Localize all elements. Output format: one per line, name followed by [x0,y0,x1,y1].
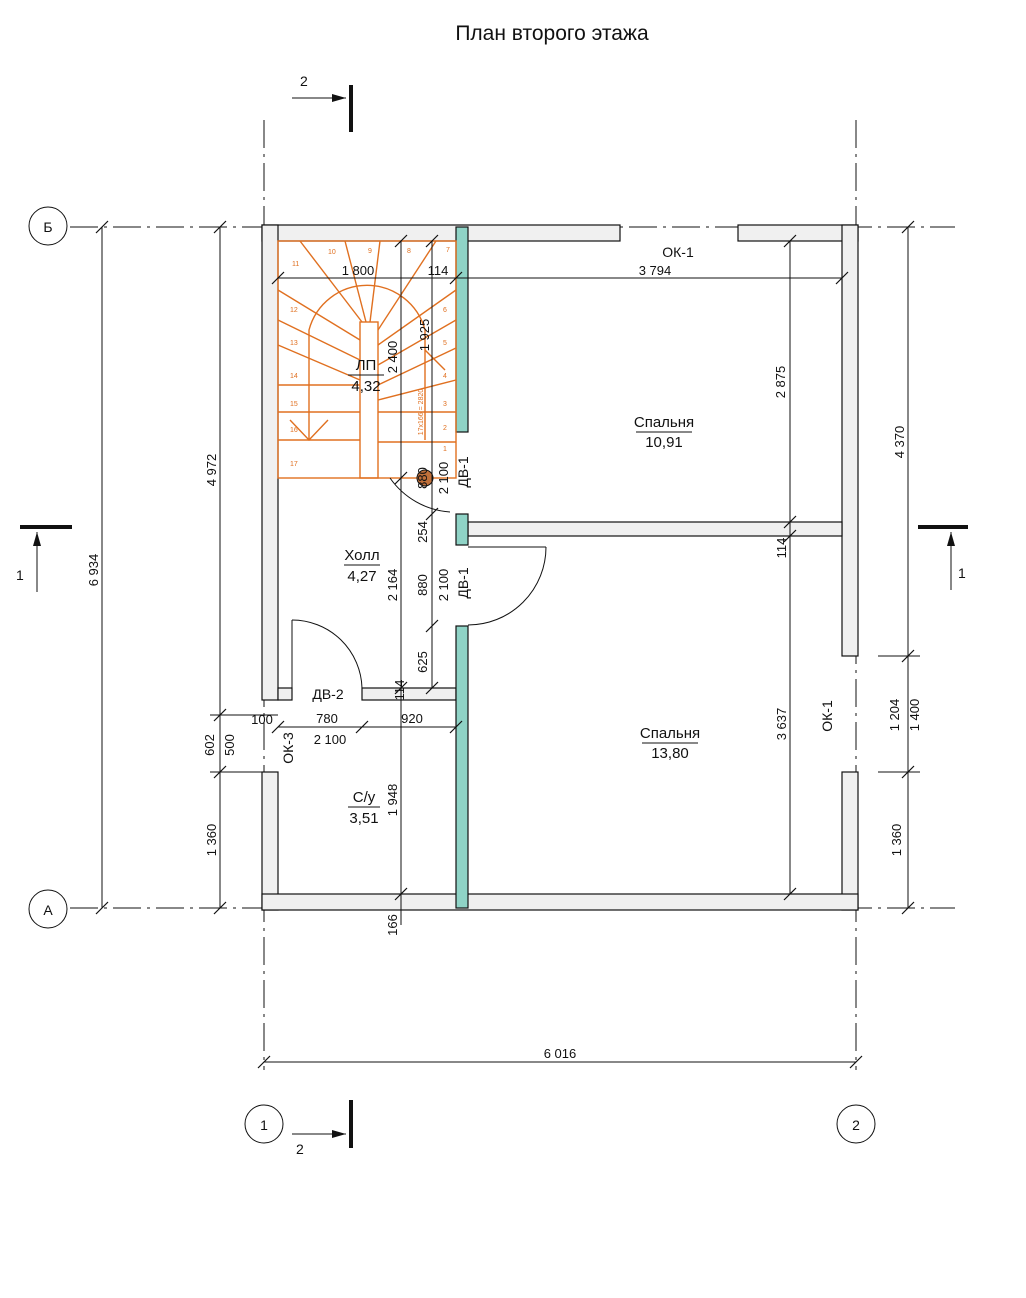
dimension-label: 2 875 [773,366,788,399]
dimension-label: 1 800 [342,263,375,278]
stair-rise-note: 17х166 = 2820 [418,389,425,436]
svg-text:10,91: 10,91 [645,434,683,451]
dimension-label: 880 [415,574,430,596]
dimension-label: 1 360 [204,824,219,857]
dimension-label: 114 [392,680,407,701]
stair-step-number: 12 [290,307,298,314]
axis-marker-b: Б [28,206,68,246]
axis-marker-a: А [28,889,68,929]
dimension-label: 3 794 [639,263,672,278]
svg-text:4,32: 4,32 [351,378,380,395]
dimension-label: 500 [222,734,237,756]
section-mark-top: 2 [292,73,353,132]
axis-marker-2: 2 [836,1104,876,1144]
dimension-label: 100 [251,712,273,727]
stair-step-number: 13 [290,340,298,347]
stair-step-number: 8 [407,248,411,255]
dimension-label: 2 100 [436,569,451,602]
dimension-label: 2 100 [436,462,451,495]
room-bathroom: С/у 3,51 [348,789,380,827]
door-label-dv1-upper: ДВ-1 [455,456,471,487]
dimension-label: 880 [415,467,430,489]
grid-axes [70,120,955,1070]
svg-text:4,27: 4,27 [347,568,376,585]
dimension-label: 114 [774,538,789,559]
dimension-label: 1 925 [417,319,432,352]
section-mark-bottom: 2 [292,1100,353,1157]
section-mark-left: 1 [16,525,72,592]
dimension-labels: 1 800 114 3 794 2 875 4 370 4 972 6 934 … [86,263,922,1061]
walls [261,224,859,911]
room-bedroom-2: Спальня 13,80 [640,725,700,762]
svg-text:2: 2 [300,73,308,89]
dimension-label: 2 100 [314,732,347,747]
stair-step-number: 5 [443,340,447,347]
svg-text:1: 1 [958,565,966,581]
stair-step-number: 16 [290,427,298,434]
stair-step-number: 4 [443,373,447,380]
staircase: 11 10 9 8 7 6 5 4 3 2 1 12 13 14 15 16 1… [277,240,457,487]
svg-text:13,80: 13,80 [651,745,689,762]
dimension-label: 780 [316,711,338,726]
room-hall: Холл 4,27 [344,547,380,585]
dimension-label: 2 400 [385,341,400,374]
stair-step-number: 15 [290,401,298,408]
drawing-title: План второго этажа [455,22,649,45]
dimension-label: 6 016 [544,1046,577,1061]
section-mark-right: 1 [918,525,968,590]
svg-text:А: А [43,902,53,918]
svg-text:3,51: 3,51 [349,810,378,827]
stair-step-number: 1 [443,446,447,453]
axis-marker-1: 1 [244,1104,284,1144]
svg-text:Спальня: Спальня [634,414,694,431]
svg-text:Спальня: Спальня [640,725,700,742]
svg-text:ЛП: ЛП [356,357,377,374]
dimension-label: 602 [202,734,217,756]
svg-text:Б: Б [43,219,52,235]
stair-step-number: 9 [368,248,372,255]
stair-step-number: 17 [290,461,298,468]
dimension-label: 114 [428,263,449,278]
doors [291,477,547,689]
element-labels: ОК-1 ОК-1 ОК-3 ДВ-1 ДВ-1 ДВ-2 [280,244,835,764]
dimension-lines [95,220,920,1069]
room-stair-landing: ЛП 4,32 [348,357,384,395]
door-label-dv1-lower: ДВ-1 [455,567,471,598]
dimension-label: 920 [401,711,423,726]
dimension-label: 166 [385,914,400,936]
dimension-label: 254 [415,521,430,543]
dimension-label: 1 360 [889,824,904,857]
window-label-ok3: ОК-3 [280,732,296,764]
stair-step-number: 11 [292,261,299,268]
svg-text:2: 2 [852,1117,860,1133]
room-bedroom-1: Спальня 10,91 [634,414,694,451]
stair-step-number: 3 [443,401,447,408]
stair-step-number: 10 [328,249,336,256]
svg-text:2: 2 [296,1141,304,1157]
dimension-label: 1 400 [907,699,922,732]
dimension-label: 625 [415,651,430,673]
dimension-label: 3 637 [774,708,789,741]
window-label-ok1-top: ОК-1 [662,244,694,260]
svg-text:С/у: С/у [353,789,376,806]
window-label-ok1-right: ОК-1 [819,700,835,732]
svg-text:1: 1 [260,1117,268,1133]
door-label-dv2: ДВ-2 [312,686,343,702]
svg-text:1: 1 [16,567,24,583]
stair-step-number: 7 [446,247,450,254]
dimension-label: 4 370 [892,426,907,459]
dimension-label: 6 934 [86,554,101,587]
dimension-label: 4 972 [204,454,219,487]
dimension-label: 1 948 [385,784,400,817]
stair-step-number: 14 [290,373,298,380]
svg-text:Холл: Холл [344,547,379,564]
dimension-label: 2 164 [385,569,400,602]
stair-step-number: 6 [443,307,447,314]
dimension-label: 1 204 [887,699,902,732]
stair-step-number: 2 [443,425,447,432]
